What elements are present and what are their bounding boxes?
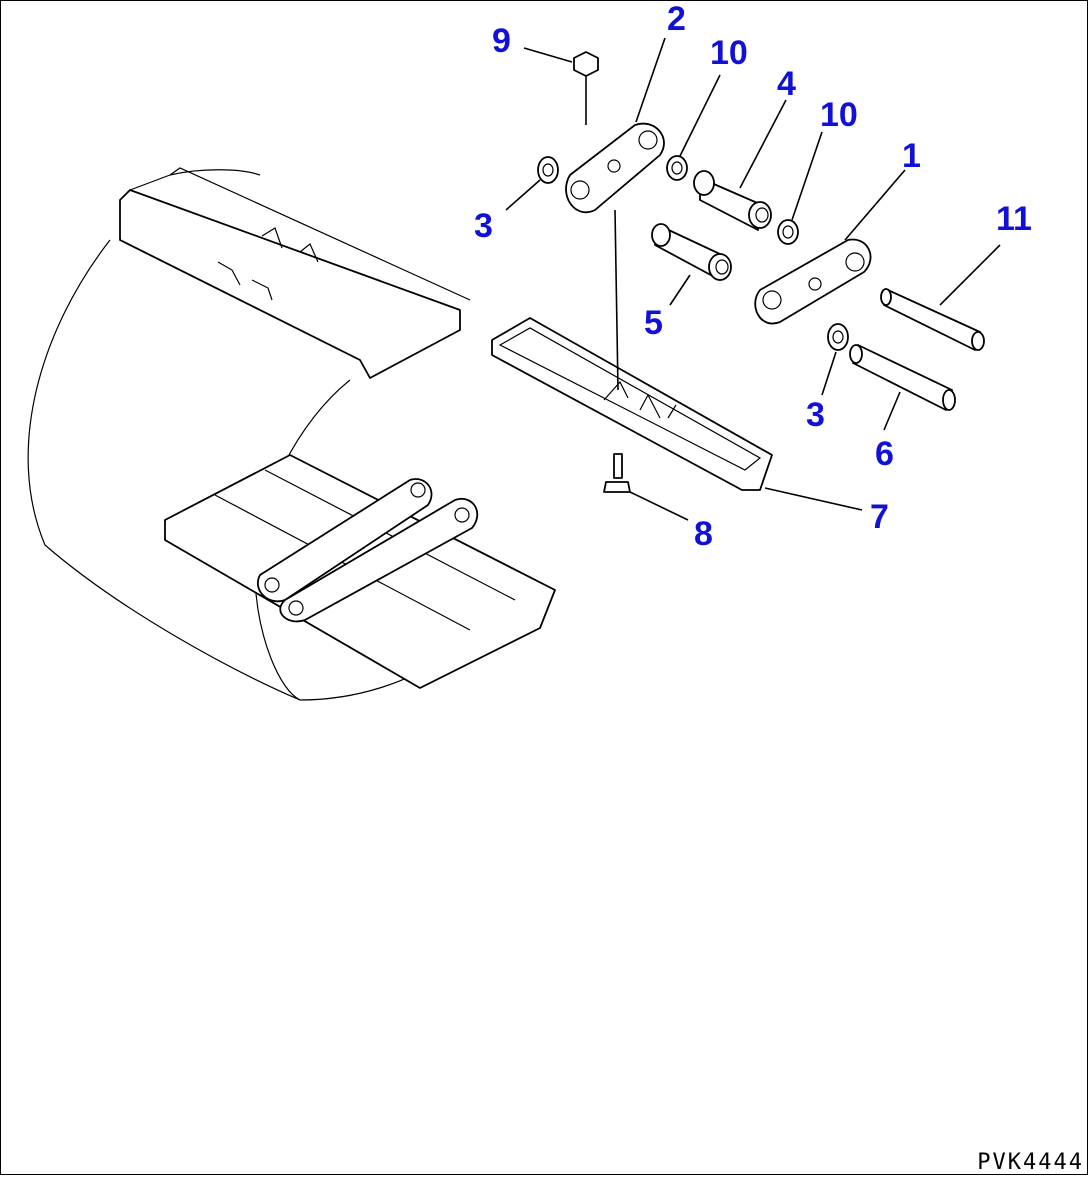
callouts: 9 2 10 4 10 1 3 11 5 3 6 7 8 [474, 0, 1032, 553]
part-10-seal-lower [777, 219, 799, 245]
part-3-washer-lower [827, 323, 849, 351]
callout-10a: 10 [710, 34, 748, 72]
callout-3a: 3 [474, 207, 493, 245]
part-4-bushing [693, 170, 772, 231]
callout-6: 6 [875, 435, 894, 473]
callout-1: 1 [902, 137, 921, 175]
callout-11: 11 [996, 200, 1032, 238]
part-2-link [565, 122, 665, 213]
part-7-shoe [491, 209, 773, 491]
part-10-seal-upper [666, 155, 688, 181]
part-11-pin [880, 288, 985, 351]
callout-2: 2 [667, 0, 686, 38]
callout-7: 7 [870, 498, 889, 536]
leader-lines [505, 37, 1001, 521]
part-6-pin [849, 344, 956, 411]
part-5-bushing [651, 223, 732, 281]
callout-4: 4 [777, 65, 796, 103]
figure-code: PVK4444 [977, 1150, 1084, 1175]
part-3-washer-upper [537, 156, 559, 184]
part-9-nut [573, 51, 599, 125]
callout-8: 8 [694, 515, 713, 553]
part-1-link [754, 238, 872, 325]
callout-5: 5 [644, 304, 663, 342]
callout-10b: 10 [820, 96, 858, 134]
track-assembly [27, 167, 556, 701]
callout-3b: 3 [806, 396, 825, 434]
part-8-bolt [603, 453, 631, 493]
callout-9: 9 [492, 22, 511, 60]
